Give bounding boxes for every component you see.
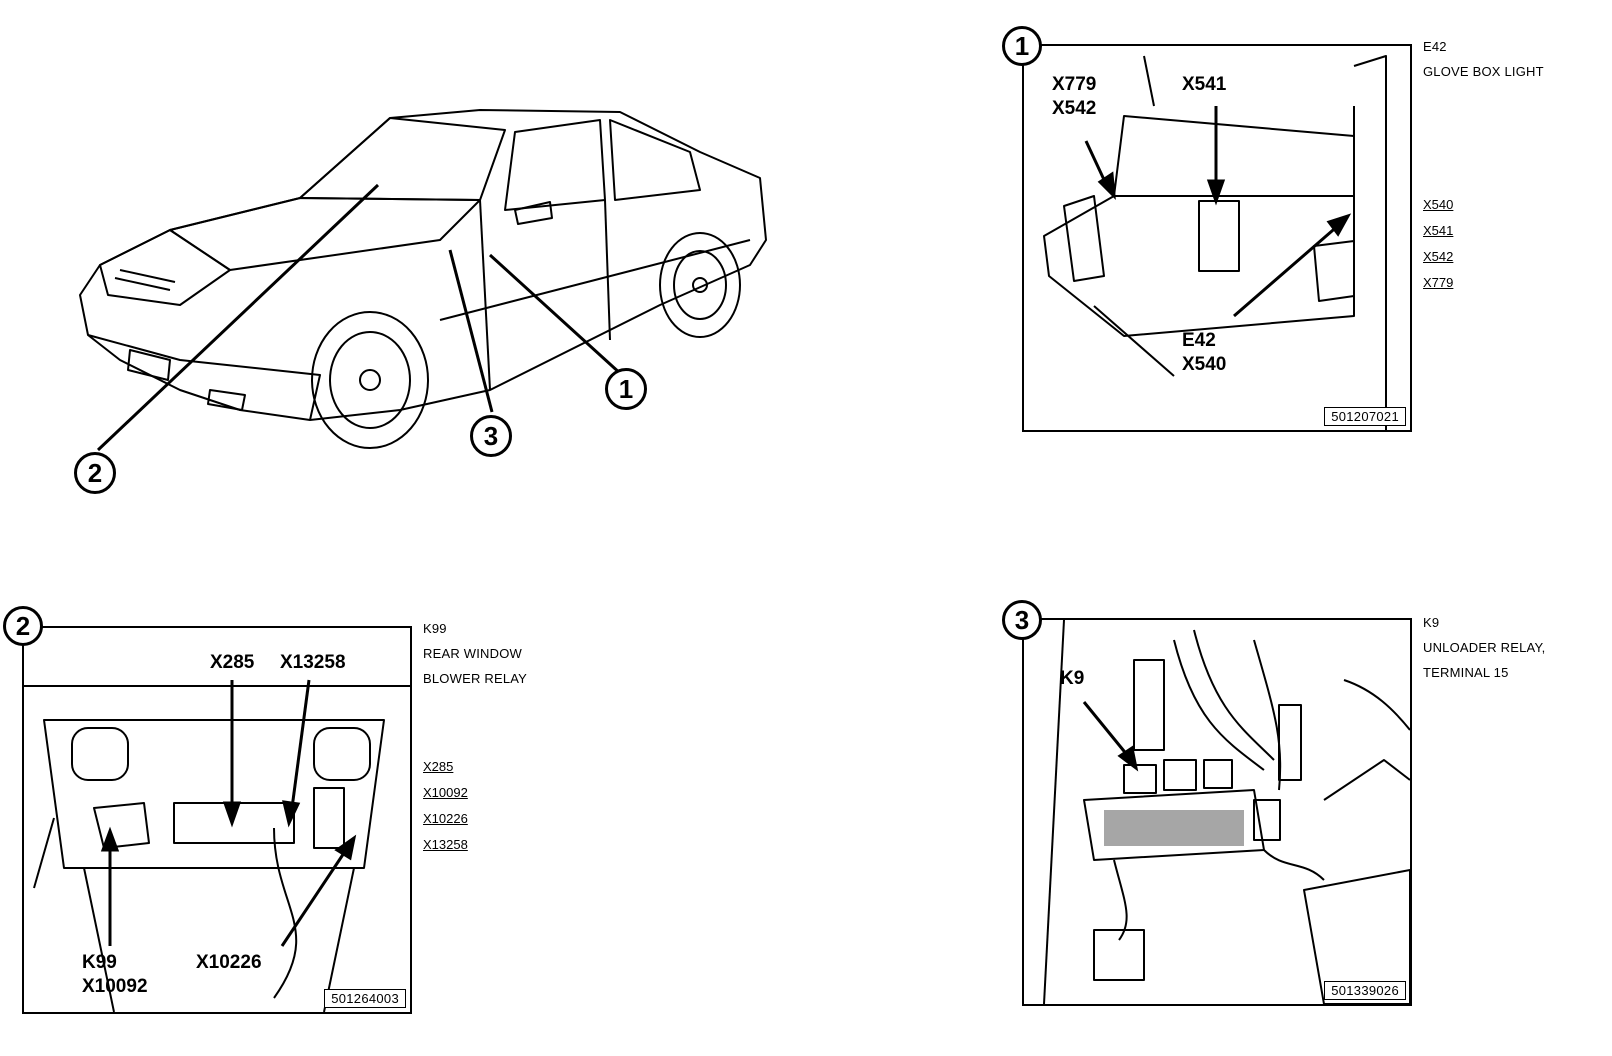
label-x285: X285	[210, 652, 255, 673]
connector-item: X13258	[423, 837, 468, 852]
label-x13258: X13258	[280, 652, 346, 673]
connector-item: X542	[1423, 249, 1454, 264]
panel2-connector-list: X285 X10092 X10226 X13258	[423, 754, 468, 858]
unloader-relay-illustration	[1043, 620, 1410, 1004]
overview-callout-1: 1	[605, 368, 647, 410]
caption-line: UNLOADER RELAY,	[1423, 640, 1546, 655]
detail-panel-2: X285 X13258 K99 X10092 X10226 501264003	[22, 626, 412, 1014]
label-k99: K99	[82, 952, 117, 973]
label-x779: X779	[1052, 74, 1097, 95]
label-x10092: X10092	[82, 976, 148, 997]
label-k9: K9	[1060, 668, 1085, 689]
caption-line: BLOWER RELAY	[423, 671, 528, 686]
connector-item: X540	[1423, 197, 1454, 212]
detail-panel-3: K9 501339026	[1022, 618, 1412, 1006]
overview-callout-3: 3	[470, 415, 512, 457]
connector-item: X10092	[423, 785, 468, 800]
connector-item: X10226	[423, 811, 468, 826]
caption-line: REAR WINDOW	[423, 646, 522, 661]
label-x10226: X10226	[196, 952, 262, 973]
panel-number-1: 1	[1002, 26, 1042, 66]
rear-window-relay-illustration	[24, 679, 410, 1012]
overview-callout-2: 2	[74, 452, 116, 494]
caption-line: GLOVE BOX LIGHT	[1423, 64, 1544, 79]
label-x541: X541	[1182, 74, 1227, 95]
panel-number-3: 3	[1002, 600, 1042, 640]
figure-id: 501264003	[324, 989, 406, 1008]
figure-id: 501207021	[1324, 407, 1406, 426]
panel1-connector-list: X540 X541 X542 X779	[1423, 192, 1453, 296]
figure-id: 501339026	[1324, 981, 1406, 1000]
connector-item: X541	[1423, 223, 1454, 238]
glove-box-illustration	[1043, 55, 1387, 430]
caption-line: E42	[1423, 39, 1447, 54]
caption-line: K9	[1423, 615, 1440, 630]
connector-item: X285	[423, 759, 454, 774]
panel3-caption: K9 UNLOADER RELAY, TERMINAL 15	[1423, 610, 1545, 685]
caption-line: K99	[423, 621, 447, 636]
detail-panel-1: X779 X542 X541 E42 X540 501207021	[1022, 44, 1412, 432]
label-x542: X542	[1052, 98, 1097, 119]
panel-number-2: 2	[3, 606, 43, 646]
connector-item: X779	[1423, 275, 1454, 290]
panel1-caption: E42 GLOVE BOX LIGHT	[1423, 34, 1544, 84]
car-overview-illustration	[79, 109, 767, 452]
caption-line: TERMINAL 15	[1423, 665, 1509, 680]
panel2-caption: K99 REAR WINDOW BLOWER RELAY	[423, 616, 527, 691]
label-e42: E42	[1182, 330, 1216, 351]
label-x540: X540	[1182, 354, 1227, 375]
